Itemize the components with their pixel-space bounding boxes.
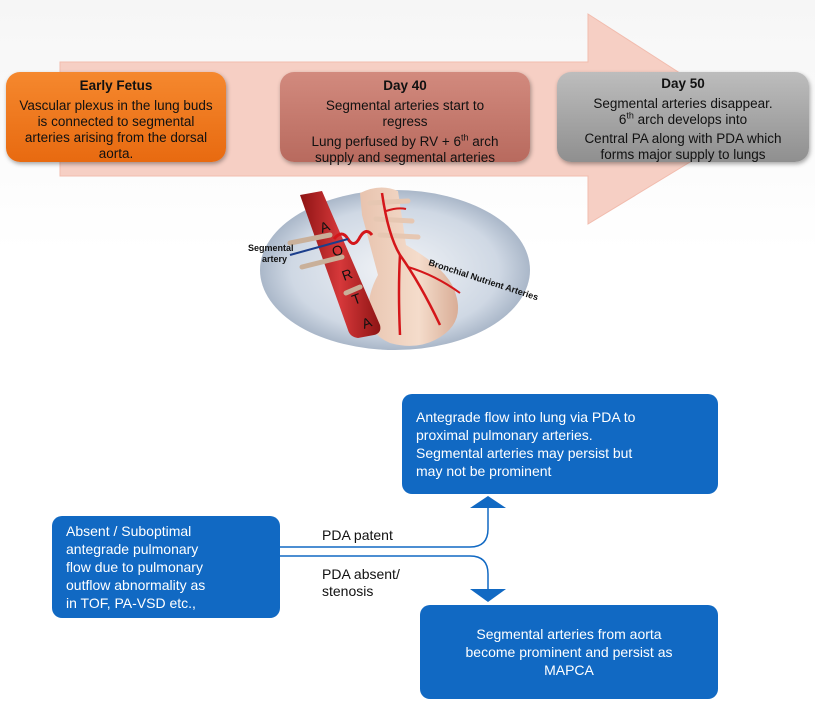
- absent-flow-box: Absent / Suboptimal antegrade pulmonary …: [52, 516, 280, 618]
- pda-absent-label: PDA absent/ stenosis: [322, 566, 400, 600]
- stage-day40-line: Segmental arteries start to: [325, 98, 485, 113]
- stage-early-fetus: Early Fetus Vascular plexus in the lung …: [6, 72, 226, 162]
- stage-day40-line: supply and segmental arteries: [314, 150, 496, 165]
- stage-day-50: Day 50 Segmental arteries disappear. 6th…: [557, 72, 809, 162]
- absent-flow-line: outflow abnormality as: [66, 577, 206, 593]
- stage-early-line: arteries arising from the dorsal: [24, 130, 208, 145]
- bronchial-artery: [385, 207, 407, 212]
- antegrade-flow-line: Segmental arteries may persist but: [416, 445, 633, 461]
- stage-day50-line: forms major supply to lungs: [600, 147, 766, 162]
- lung-branch: [367, 198, 421, 240]
- stage-day50-sup: th: [626, 110, 634, 121]
- segmental-artery-vessel: [332, 230, 374, 245]
- mapca-line: MAPCA: [544, 662, 594, 678]
- segmental-label: Segmental: [248, 243, 294, 253]
- stage-early-title: Early Fetus: [79, 78, 153, 93]
- pda-patent-label: PDA patent: [322, 527, 393, 543]
- bronchial-artery: [407, 266, 461, 294]
- stage-day40-sup: th: [460, 132, 469, 143]
- antegrade-flow-line: proximal pulmonary arteries.: [416, 427, 593, 443]
- stage-early-line: is connected to segmental: [37, 114, 195, 129]
- segmental-label: artery: [262, 254, 287, 264]
- antegrade-flow-line: may not be prominent: [416, 463, 552, 479]
- aorta-letter: O: [330, 241, 346, 260]
- timeline-panel: Early Fetus Vascular plexus in the lung …: [0, 0, 815, 360]
- stage-early-line: aorta.: [98, 146, 134, 161]
- mapca-box: Segmental arteries from aorta become pro…: [420, 605, 718, 699]
- stage-day50-line: Segmental arteries disappear.: [593, 96, 773, 111]
- absent-flow-line: Absent / Suboptimal: [66, 523, 192, 539]
- aorta-branch: [287, 232, 363, 296]
- stage-early-line: Vascular plexus in the lung buds: [19, 98, 213, 113]
- absent-flow-line: antegrade pulmonary: [66, 541, 199, 557]
- absent-connector: [280, 555, 489, 589]
- stage-day50-text: arch develops into: [633, 112, 748, 127]
- stage-day40-title: Day 40: [383, 78, 427, 93]
- pda-absent-line: stenosis: [322, 583, 374, 599]
- stage-day50-line: 6th arch develops into: [565, 110, 801, 128]
- stage-day40-text: arch: [468, 134, 499, 149]
- antegrade-flow-line: Antegrade flow into lung via PDA to: [416, 409, 636, 425]
- stage-day50-text: 6: [618, 112, 627, 127]
- patent-arrowhead: [470, 496, 506, 508]
- fetal-lung-illustration: Segmental artery A O R T A Bronchial Nut…: [248, 187, 540, 350]
- mapca-line: Segmental arteries from aorta: [476, 626, 662, 642]
- absent-flow-line: in TOF, PA-VSD etc.,: [66, 595, 196, 611]
- stage-day40-line: Lung perfused by RV + 6th arch: [288, 132, 522, 150]
- absent-arrowhead: [470, 589, 506, 602]
- stage-day40-line: regress: [382, 114, 428, 129]
- stage-day-40: Day 40 Segmental arteries start to regre…: [280, 72, 530, 165]
- pda-absent-line: PDA absent/: [322, 566, 400, 582]
- antegrade-flow-box: Antegrade flow into lung via PDA to prox…: [402, 394, 718, 494]
- absent-flow-line: flow due to pulmonary: [66, 559, 203, 575]
- patent-connector: [280, 508, 489, 548]
- stage-day50-line: Central PA along with PDA which: [584, 131, 782, 146]
- stage-day50-title: Day 50: [661, 76, 705, 91]
- mapca-line: become prominent and persist as: [465, 644, 673, 660]
- segmental-pointer-line: [289, 238, 349, 256]
- aorta-vessel: [300, 191, 381, 338]
- bronchial-artery: [397, 254, 402, 336]
- stage-day40-text: Lung perfused by RV + 6: [311, 134, 461, 149]
